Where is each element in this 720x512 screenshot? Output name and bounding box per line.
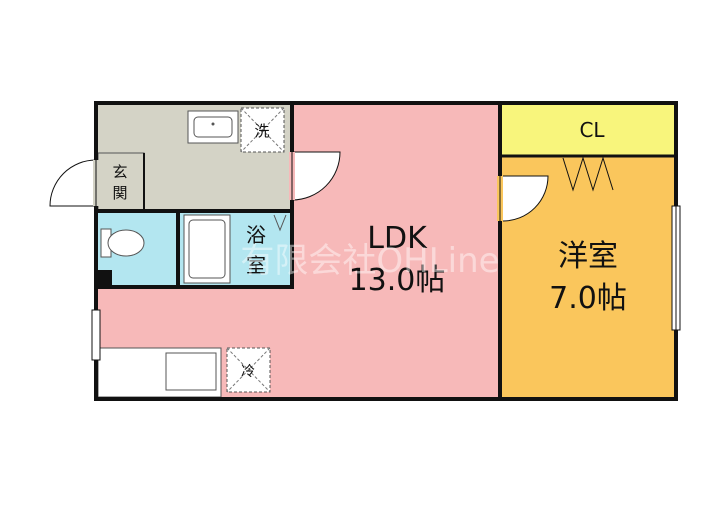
bath-label-bottom: 室 <box>246 253 266 277</box>
ldk-left-window <box>91 309 101 361</box>
entrance-door-swing <box>49 159 97 207</box>
closet <box>500 103 676 156</box>
pipe-shaft <box>96 270 112 287</box>
ldk-door-swing <box>291 151 341 201</box>
closet-label: CL <box>579 118 605 142</box>
western-name: 洋室 <box>558 239 618 274</box>
entrance-label-top: 玄 <box>112 163 127 181</box>
kitchen-sink <box>165 352 217 391</box>
watermark: 有限会社OHLine <box>240 241 499 281</box>
toilet-bowl <box>107 229 145 257</box>
washer-label: 洗 <box>254 122 269 140</box>
washer-diagonal-2 <box>240 107 285 153</box>
washbasin-drain <box>211 122 215 126</box>
western-size: 7.0帖 <box>549 281 627 316</box>
fridge-label: 冷 <box>241 364 255 380</box>
bath-label-top: 浴 <box>246 223 266 247</box>
western-door-swing <box>502 175 549 222</box>
ldk-size: 13.0帖 <box>349 263 446 298</box>
entrance-label-bottom: 関 <box>112 184 127 202</box>
bathtub-inner <box>188 219 226 279</box>
ldk-name: LDK <box>367 221 428 256</box>
bath-door-mark <box>273 214 287 232</box>
closet-folding-door <box>562 156 614 192</box>
fridge-diagonal-2 <box>226 347 271 393</box>
entrance-floor <box>97 152 145 212</box>
washbasin-bowl <box>193 116 233 138</box>
